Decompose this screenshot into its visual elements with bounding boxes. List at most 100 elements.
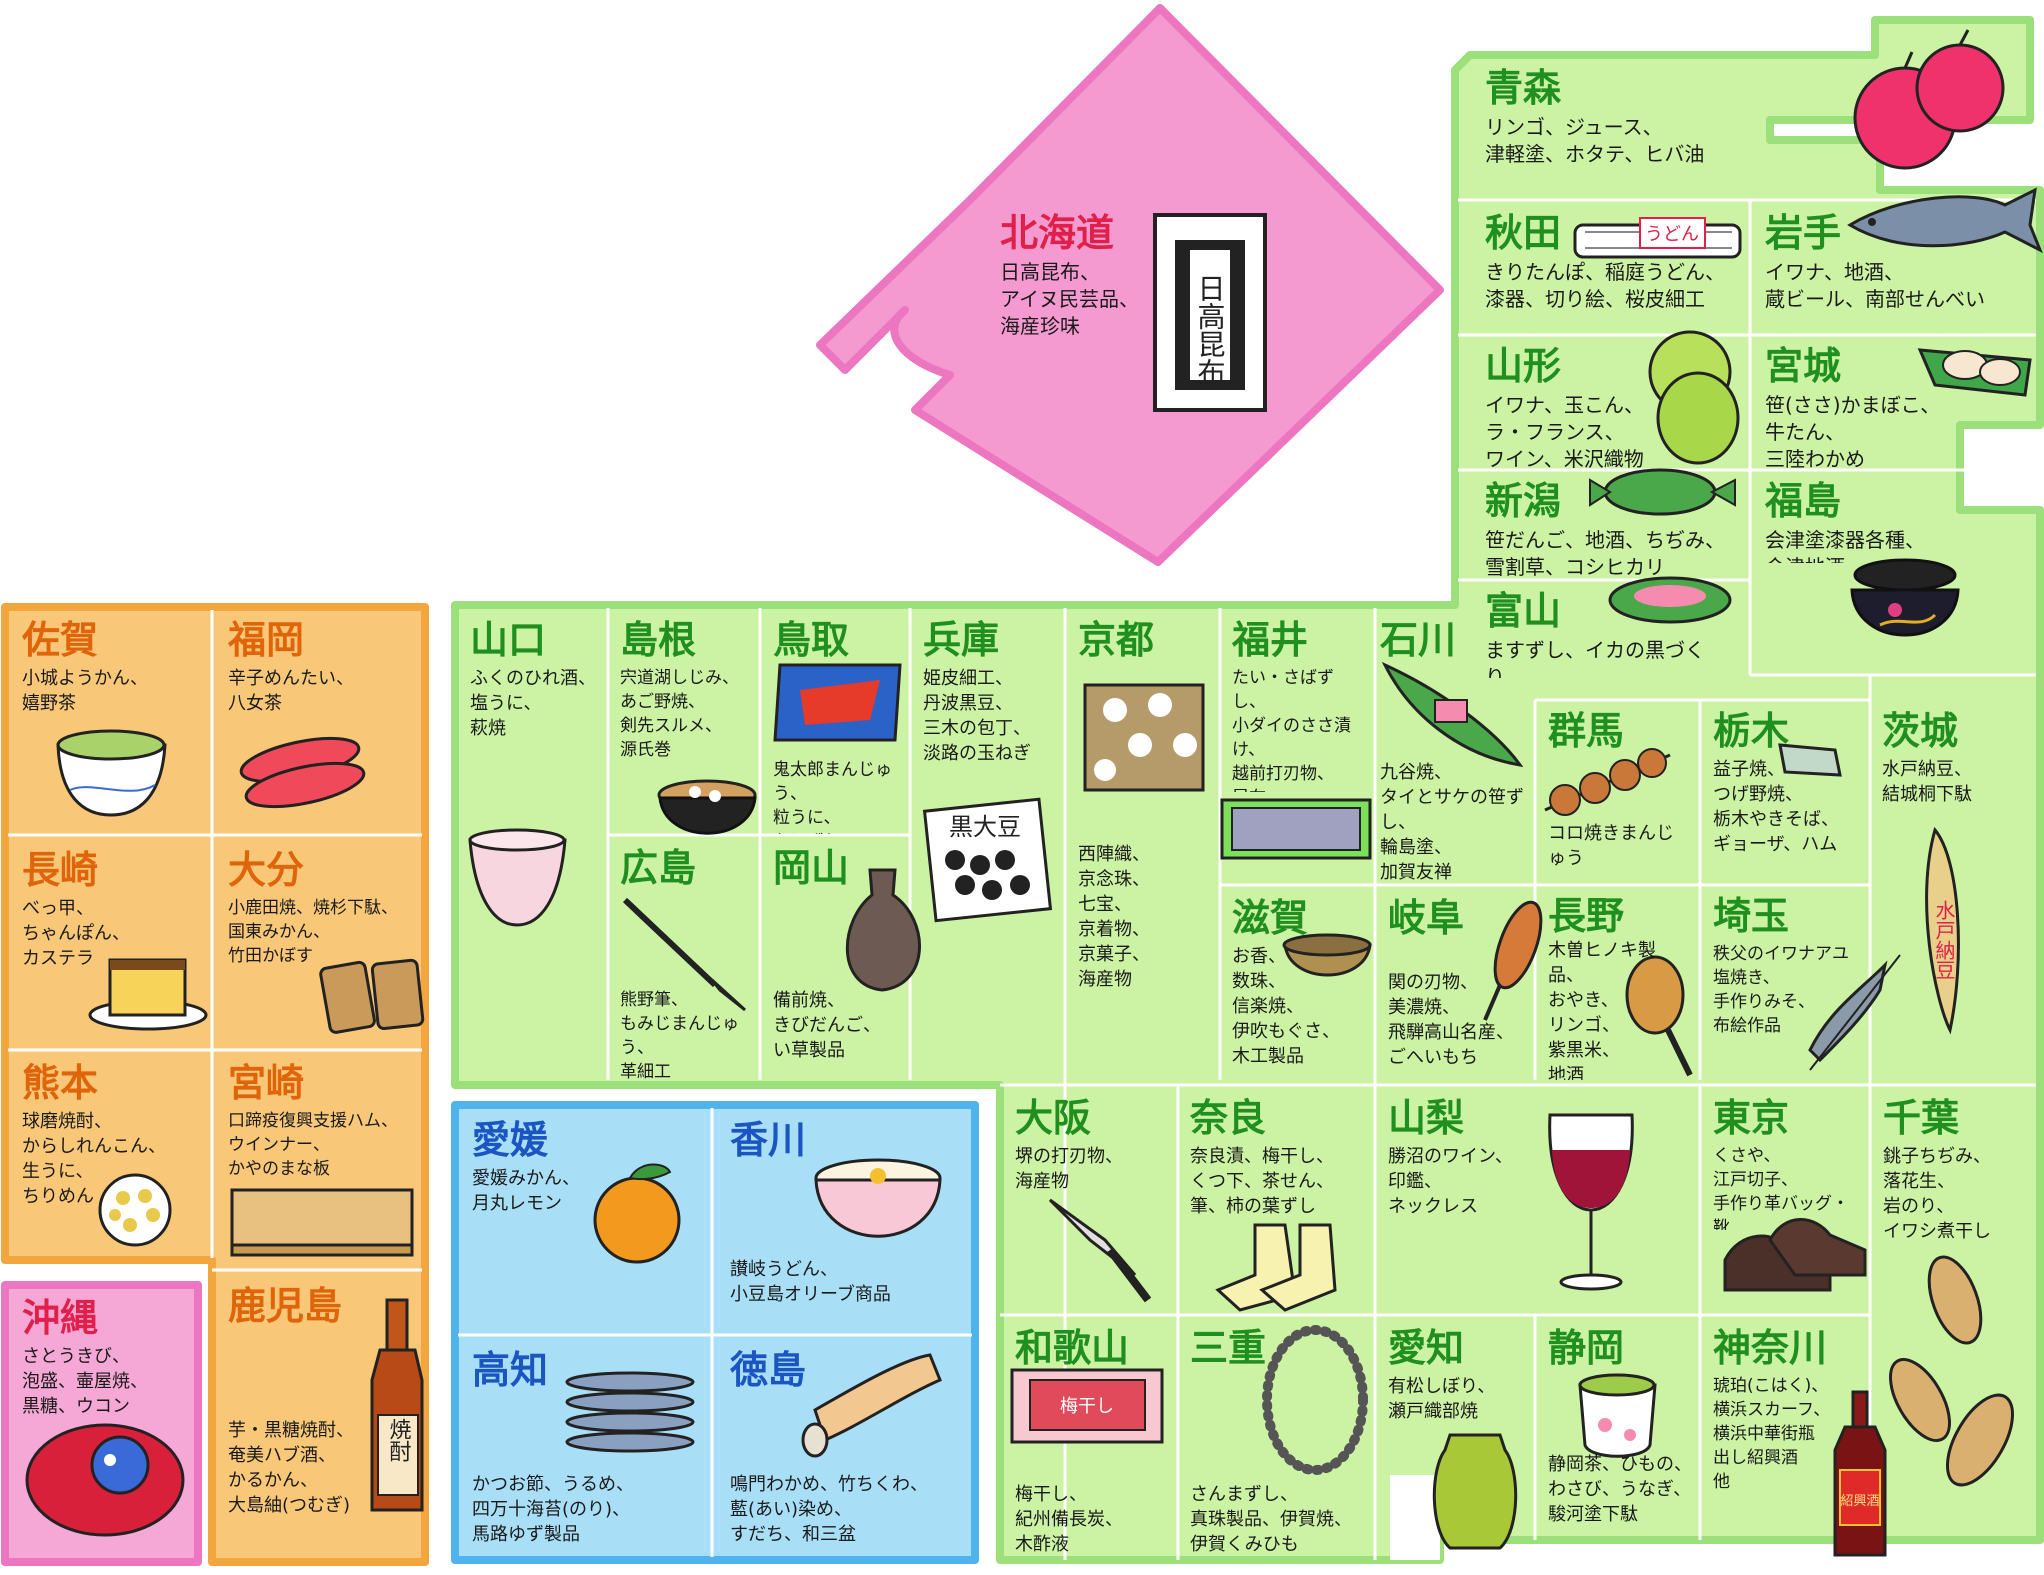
honshu-region[interactable] <box>451 16 2044 1564</box>
pref-miyagi[interactable]: 宮城 笹(ささ)かまぼこ、 牛たん、 三陸わかめ <box>1755 338 1955 468</box>
pref-items: 琥珀(こはく)、 横浜スカーフ、 横浜中華街瓶 出し紹興酒 他 <box>1713 1376 1831 1492</box>
pref-items: 辛子めんたい、 八女茶 <box>228 668 354 714</box>
pref-aomori[interactable]: 青森 リンゴ、ジュース、 津軽塗、ホタテ、ヒバ油 <box>1475 60 1845 190</box>
pref-tokyo[interactable]: 東京 くさや、 江戸切子、 手作り革バッグ・靴 <box>1703 1090 1870 1230</box>
pref-kumamoto[interactable]: 熊本 球磨焼酎、 からしれんこん、 生うに、 ちりめん <box>12 1055 212 1225</box>
pref-tottori[interactable]: 鳥取 鬼太郎まんじゅう、 粒うに、 かにずし <box>763 612 910 834</box>
pref-yamagata[interactable]: 山形 イワナ、玉こん、 ラ・フランス、 ワイン、米沢織物 <box>1475 338 1675 468</box>
kitchen-knife-icon <box>1048 1198 1152 1303</box>
pref-name: 福岡 <box>228 618 305 662</box>
udon-label: うどん <box>1645 224 1699 245</box>
pref-items: 姫皮細工、 丹波黒豆、 三木の包丁、 淡路の玉ねぎ <box>923 668 1031 764</box>
pref-kochi[interactable]: 高知 かつお節、うるめ、 四万十海苔(のり)、 馬路ゆず製品 <box>462 1342 712 1557</box>
pref-kagoshima[interactable]: 鹿児島 芋・黒糖焼酎、 奄美ハブ酒、 かるかん、 大島紬(つむぎ) <box>218 1278 423 1563</box>
pref-toyama[interactable]: 富山 ますずし、イカの黒づくり、 ホタルイカのつくだ煮 <box>1475 583 1750 678</box>
pref-fukui[interactable]: 福井 たい・さばずし、 小ダイのささ漬け、 越前打刃物、 昆布 <box>1222 612 1372 792</box>
pref-items: ふくのひれ酒、 塩うに、 萩焼 <box>470 668 596 739</box>
pref-wakayama[interactable]: 和歌山 梅干し、 紀州備長炭、 木酢液 <box>1005 1320 1177 1555</box>
pref-kanagawa[interactable]: 神奈川 琥珀(こはく)、 横浜スカーフ、 横浜中華街瓶 出し紹興酒 他 <box>1703 1320 1870 1540</box>
pref-items: 小鹿田焼、焼杉下駄、 国東みかん、 竹田かぼす <box>228 898 398 966</box>
umeboshi-label: 梅干し <box>1060 1396 1114 1417</box>
pref-kyoto[interactable]: 京都 西陣織、 京念珠、 七宝、 京着物、 京菓子、 海産物 <box>1068 612 1220 1082</box>
castella-icon <box>88 958 208 1031</box>
pref-fukuoka[interactable]: 福岡 辛子めんたい、 八女茶 <box>218 612 418 722</box>
pref-iwate[interactable]: 岩手 イワナ、地酒、 蔵ビール、南部せんべい <box>1755 205 2035 330</box>
pref-fukushima[interactable]: 福島 会津塗漆器各種、 会津地酒 <box>1755 473 2035 563</box>
gohei-mochi-icon <box>1483 900 1543 1021</box>
kombu-package-icon: 日高昆布 <box>1153 213 1267 412</box>
pref-oita[interactable]: 大分 小鹿田焼、焼杉下駄、 国東みかん、 竹田かぼす <box>218 842 423 982</box>
pref-akita[interactable]: 秋田 きりたんぽ、稲庭うどん、 漆器、切り絵、桜皮細工 <box>1475 205 1750 330</box>
pref-items: イワナ、地酒、 蔵ビール、南部せんべい <box>1765 260 1985 311</box>
pref-aichi[interactable]: 愛知 有松しぼり、 瀬戸織部焼 <box>1378 1320 1538 1420</box>
pref-hiroshima[interactable]: 広島 熊野筆、 もみじまんじゅう、 革細工 <box>610 840 760 1080</box>
pref-items: 秩父のイワナアユ塩焼き、 手作りみそ、 布絵作品 <box>1713 944 1849 1036</box>
pref-yamaguchi[interactable]: 山口 ふくのひれ酒、 塩うに、 萩焼 <box>460 612 608 832</box>
leather-shoes-icon <box>1723 1218 1867 1292</box>
pref-items: お香、 数珠、 信楽焼、 伊吹もぐさ、 木工製品 <box>1232 946 1340 1067</box>
pref-name: 香川 <box>730 1118 807 1162</box>
manju-box-icon <box>773 663 902 742</box>
peanut-icon <box>1889 1255 2015 1487</box>
pref-tochigi[interactable]: 栃木 益子焼、 つげ野焼、 栃木やきそば、 ギョーザ、ハム <box>1703 703 1868 883</box>
pref-name: 鹿児島 <box>228 1284 343 1328</box>
pref-name: 群馬 <box>1548 709 1625 753</box>
pref-ehime[interactable]: 愛媛 愛媛みかん、 月丸レモン <box>462 1112 652 1232</box>
pref-saga[interactable]: 佐賀 小城ようかん、 嬉野茶 <box>12 612 212 722</box>
pref-hokkaido[interactable]: 北海道 日高昆布、 アイヌ民芸品、 海産珍味 <box>990 205 1170 365</box>
pref-name: 山口 <box>470 618 547 662</box>
pref-name: 新潟 <box>1485 479 1562 523</box>
pref-items: たい・さばずし、 小ダイのささ漬け、 越前打刃物、 昆布 <box>1232 668 1351 792</box>
kyushu-region[interactable] <box>1 603 429 1566</box>
pref-saitama[interactable]: 埼玉 秩父のイワナアユ塩焼き、 手作りみそ、 布絵作品 <box>1703 888 1868 1038</box>
pref-shizuoka[interactable]: 静岡 静岡茶、ひもの、 わさび、うなぎ、 駿河塗下駄 <box>1538 1320 1703 1540</box>
masu-sushi-icon <box>1608 576 1732 624</box>
grilled-fish-icon <box>1808 954 1901 1071</box>
pref-name: 秋田 <box>1485 211 1562 255</box>
pref-gunma[interactable]: 群馬 コロ焼きまんじゅう <box>1538 703 1698 883</box>
pref-shiga[interactable]: 滋賀 お香、 数珠、 信楽焼、 伊吹もぐさ、 木工製品 <box>1222 890 1372 1080</box>
pref-name: 沖縄 <box>22 1296 99 1340</box>
pref-kagawa[interactable]: 香川 讃岐うどん、 小豆島オリーブ商品 <box>720 1112 970 1332</box>
pref-name: 徳島 <box>730 1348 807 1392</box>
pref-gifu[interactable]: 岐阜 関の刃物、 美濃焼、 飛騨高山名産、 ごへいもち <box>1378 890 1536 1080</box>
pref-niigata[interactable]: 新潟 笹だんご、地酒、ちぢみ、 雪割草、コシヒカリ <box>1475 473 1750 578</box>
pref-ibaraki[interactable]: 茨城 水戸納豆、 結城桐下駄 <box>1872 703 2037 823</box>
hokkaido-region[interactable] <box>816 4 1444 566</box>
pref-ishikawa[interactable]: 石川 九谷焼、 タイとサケの笹ずし、 輪島塗、 加賀友禅 <box>1370 612 1535 882</box>
pref-items: さとうきび、 泡盛、壷屋焼、 黒糖、ウコン <box>22 1346 148 1417</box>
pref-items: 宍道湖しじみ、 あご野焼、 剣先スルメ、 源氏巻 <box>620 668 739 760</box>
pref-name: 佐賀 <box>22 618 99 662</box>
pref-name: 青森 <box>1485 66 1562 110</box>
pref-miyazaki[interactable]: 宮崎 口蹄疫復興支援ハム、 ウインナー、 かやのまな板 <box>218 1055 423 1185</box>
pref-osaka[interactable]: 大阪 堺の打刃物、 海産物 <box>1005 1090 1177 1210</box>
oribe-vase-icon <box>1432 1433 1518 1550</box>
pref-name: 奈良 <box>1190 1096 1267 1140</box>
pref-okinawa[interactable]: 沖縄 さとうきび、 泡盛、壷屋焼、 黒糖、ウコン <box>12 1290 197 1430</box>
pref-chiba[interactable]: 千葉 銚子ちぢみ、 落花生、 岩のり、 イワシ煮干し <box>1873 1090 2038 1250</box>
chikuwa-icon <box>801 1353 942 1458</box>
lotus-root-icon <box>98 1173 172 1247</box>
pref-name: 富山 <box>1485 589 1562 633</box>
pref-nagasaki[interactable]: 長崎 べっ甲、 ちゃんぽん、 カステラ <box>12 842 212 982</box>
pref-yamanashi[interactable]: 山梨 勝沼のワイン、 印鑑、 ネックレス <box>1378 1090 1538 1230</box>
ceramic-plate-icon <box>1778 743 1842 777</box>
mikan-icon <box>593 1163 681 1264</box>
manju-skewer-icon <box>1544 748 1671 816</box>
bizen-vase-icon <box>845 868 922 992</box>
pref-name: 茨城 <box>1882 709 1959 753</box>
pref-items: 熊野筆、 もみじまんじゅう、 革細工 <box>620 990 739 1080</box>
pref-nagano[interactable]: 長野 木曽ヒノキ製品、 おやき、 リンゴ、 紫黒米、 地酒 <box>1538 888 1698 1080</box>
pref-items: 小城ようかん、 嬉野茶 <box>22 668 148 714</box>
pref-shimane[interactable]: 島根 宍道湖しじみ、 あご野焼、 剣先スルメ、 源氏巻 <box>610 612 760 772</box>
pref-name: 岡山 <box>773 846 850 890</box>
pref-name: 三重 <box>1190 1326 1267 1370</box>
pref-mie[interactable]: 三重 さんまずし、 真珠製品、伊賀焼、 伊賀くみひも <box>1180 1320 1380 1555</box>
pref-nara[interactable]: 奈良 奈良漬、梅干し、 くつ下、茶せん、 筆、柿の葉ずし <box>1180 1090 1375 1230</box>
pref-tokushima[interactable]: 徳島 鳴門わかめ、竹ちくわ、 藍(あい)染め、 すだち、和三盆 <box>720 1342 970 1557</box>
black-bean-icon: 黒大豆 <box>922 797 1053 923</box>
pref-name: 鳥取 <box>773 618 850 662</box>
pref-okayama[interactable]: 岡山 備前焼、 きびだんご、 い草製品 <box>763 840 910 1080</box>
pref-items: 堺の打刃物、 海産物 <box>1015 1146 1123 1192</box>
pref-hyogo[interactable]: 兵庫 姫皮細工、 丹波黒豆、 三木の包丁、 淡路の玉ねぎ <box>913 612 1065 792</box>
